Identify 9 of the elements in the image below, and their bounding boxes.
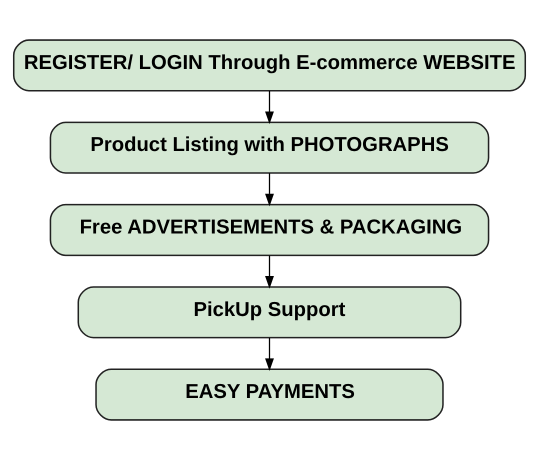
node-box: Product Listing with PHOTOGRAPHS — [50, 122, 490, 174]
arrow — [265, 173, 274, 206]
arrow — [265, 338, 274, 372]
arrow — [265, 91, 274, 124]
node-box: PickUp Support — [78, 286, 462, 338]
node-box: EASY PAYMENTS — [95, 368, 444, 421]
node-box: Free ADVERTISEMENTS & PACKAGING — [50, 204, 490, 256]
arrow — [265, 256, 274, 289]
node-box: REGISTER/ LOGIN Through E-commerce WEBSITE — [12, 39, 526, 92]
